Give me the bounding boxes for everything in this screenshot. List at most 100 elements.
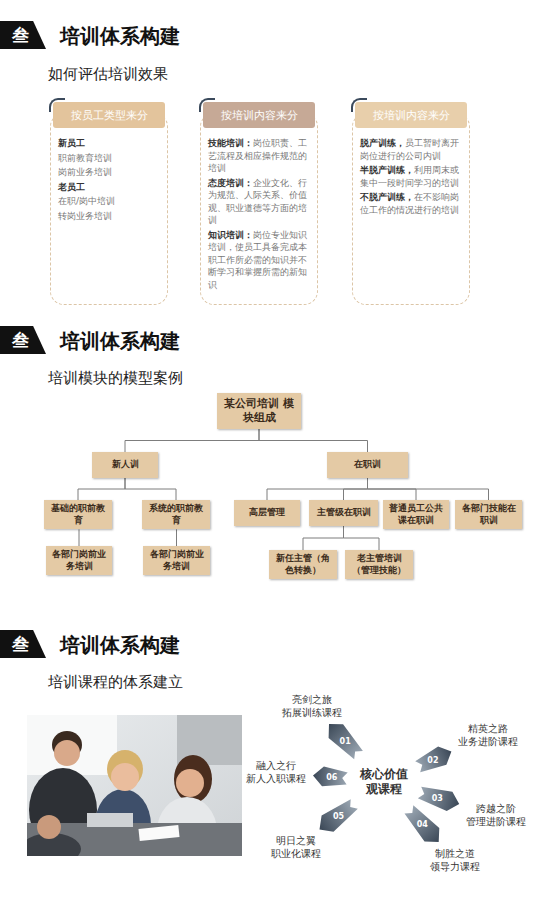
module-text: 普通员工公共课在职训 (387, 503, 445, 526)
badge-text: 叁 (12, 330, 29, 350)
photo-laptop (87, 813, 133, 827)
arrow-number: 03 (432, 793, 443, 802)
photo-window (27, 715, 117, 775)
course-arrow (329, 724, 363, 759)
card-heading: 按培训内容来分 (373, 109, 450, 121)
tree-connector (125, 478, 176, 500)
course-arrow (418, 787, 459, 811)
core-circle: 核心价值观课程 (348, 746, 420, 818)
card-term: 脱产训练， (360, 138, 405, 148)
module-box: 新任主管（角色转换） (269, 550, 337, 579)
section-badge: 叁 (0, 326, 46, 354)
card-paragraph: 转岗业务培训 (58, 210, 160, 223)
card-text: 职前教育培训 (58, 153, 112, 163)
module-text: 各部门岗前业务培训 (147, 549, 206, 572)
photo-hair (174, 755, 212, 803)
category-card: 按培训内容来分技能培训：岗位职责、工艺流程及相应操作规范的培训态度培训：企业文化… (200, 100, 318, 305)
course-label: 制胜之道领导力课程 (427, 845, 483, 875)
course-name: 亮剑之旅 (282, 693, 342, 706)
module-box: 基础的职前教育 (44, 500, 112, 529)
section-badge: 叁 (0, 630, 46, 658)
photo-face (176, 769, 204, 797)
photo-face (111, 763, 139, 791)
course-subtitle: 领导力课程 (430, 860, 480, 873)
card-paragraph: 脱产训练，员工暂时离开岗位进行的公司内训 (360, 137, 462, 162)
module-box: 各部门岗前业务培训 (143, 546, 210, 575)
course-name: 跨越之阶 (466, 802, 526, 815)
tree-connector (125, 429, 259, 452)
card-heading: 按培训内容来分 (221, 109, 298, 121)
header-accent (351, 98, 367, 112)
card-paragraph: 半脱产训练，利用周末或集中一段时间学习的培训 (360, 164, 462, 189)
module-text: 各部门岗前业务培训 (50, 549, 108, 572)
course-label: 融入之行新人入职课程 (243, 757, 309, 787)
card-body: 技能培训：岗位职责、工艺流程及相应操作规范的培训态度培训：企业文化、行为规范、人… (200, 128, 318, 305)
module-text: 老主管培训（管理技能） (349, 553, 409, 576)
core-text: 核心价值观课程 (359, 767, 409, 797)
module-text: 基础的职前教育 (48, 503, 108, 526)
card-paragraph: 职前教育培训 (58, 152, 160, 165)
section-subtitle: 培训模块的模型案例 (48, 367, 183, 390)
course-subtitle: 管理进阶课程 (466, 815, 526, 828)
module-text: 在职训 (354, 459, 381, 471)
tree-connector (79, 529, 80, 546)
section-badge: 叁 (0, 21, 46, 49)
course-label: 亮剑之旅拓展训练课程 (279, 691, 345, 721)
module-box: 在职训 (327, 452, 408, 478)
card-term: 态度培训： (208, 178, 253, 188)
arrow-number: 02 (427, 755, 438, 764)
arrow-number: 06 (326, 773, 337, 782)
card-term: 技能培训： (208, 138, 253, 148)
photo-face (37, 815, 61, 839)
section-title: 培训体系构建 (60, 22, 180, 50)
section-subtitle: 培训课程的体系建立 (48, 671, 183, 694)
photo-paper (138, 825, 179, 841)
course-subtitle: 拓展训练课程 (282, 706, 342, 719)
card-text: 转岗业务培训 (58, 211, 112, 221)
course-name: 明日之翼 (271, 834, 321, 847)
tree-connector (344, 478, 368, 500)
module-box: 普通员工公共课在职训 (383, 500, 449, 529)
tree-connector (78, 478, 125, 500)
tree-connector (368, 478, 489, 500)
course-subtitle: 业务进阶课程 (458, 735, 518, 748)
module-text: 系统的职前教育 (146, 503, 206, 526)
course-subtitle: 职业化课程 (271, 847, 321, 860)
card-paragraph: 在职/岗中培训 (58, 195, 160, 208)
header-accent (49, 98, 65, 112)
course-arrow (313, 766, 348, 786)
course-subtitle: 新人入职课程 (246, 772, 306, 785)
module-text: 高层管理 (249, 507, 285, 519)
course-arrow (405, 805, 440, 842)
course-name: 制胜之道 (430, 847, 480, 860)
card-term: 老员工 (58, 182, 85, 192)
badge-text: 叁 (12, 25, 29, 45)
arrow-number: 05 (333, 811, 344, 820)
tree-connector (176, 529, 177, 546)
tree-connector (259, 429, 368, 452)
course-name: 精英之路 (458, 722, 518, 735)
module-box: 新人训 (92, 452, 158, 478)
category-card: 按员工类型来分新员工职前教育培训岗前业务培训老员工在职/岗中培训转岗业务培训 (50, 100, 168, 305)
card-term: 不脱产训练， (360, 192, 414, 202)
module-box: 主管级在职训 (309, 500, 378, 526)
course-label: 明日之翼职业化课程 (268, 832, 324, 862)
arrow-number: 04 (417, 820, 428, 829)
card-paragraph: 技能培训：岗位职责、工艺流程及相应操作规范的培训 (208, 137, 310, 175)
course-name: 融入之行 (246, 759, 306, 772)
tree-connector (344, 526, 380, 550)
course-label: 精英之路业务进阶课程 (455, 720, 521, 750)
card-paragraph: 新员工 (58, 137, 160, 150)
card-header: 按培训内容来分 (355, 102, 467, 128)
module-text: 某公司培训 模块组成 (221, 397, 297, 424)
card-body: 脱产训练，员工暂时离开岗位进行的公司内训半脱产训练，利用周末或集中一段时间学习的… (352, 128, 470, 230)
module-text: 新人训 (112, 459, 139, 471)
section-title: 培训体系构建 (60, 327, 180, 355)
section-subtitle: 如何评估培训效果 (48, 63, 168, 86)
module-text: 主管级在职训 (317, 507, 371, 519)
card-term: 知识培训： (208, 230, 253, 240)
card-heading: 按员工类型来分 (71, 109, 148, 121)
module-box: 老主管培训（管理技能） (345, 550, 413, 579)
card-header: 按培训内容来分 (203, 102, 315, 128)
